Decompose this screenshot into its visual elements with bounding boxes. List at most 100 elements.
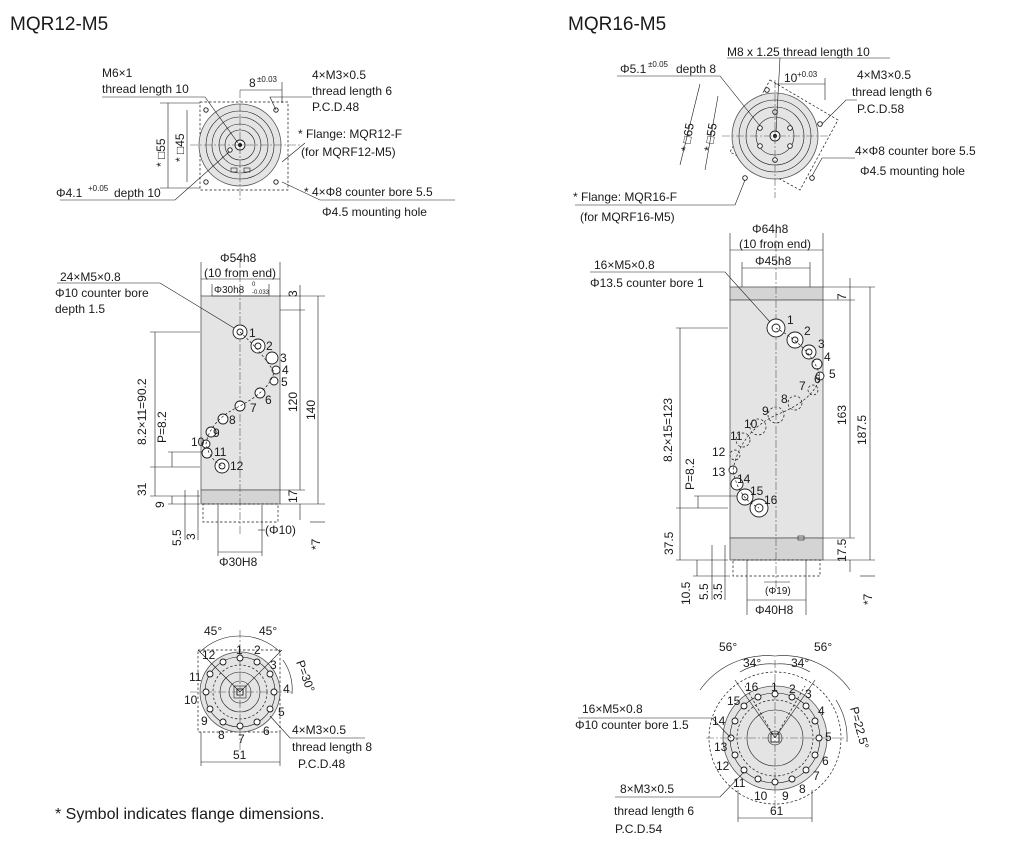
port-label: 7 [813,769,820,783]
port-label: 9 [213,426,220,440]
port-label: 7 [250,401,257,415]
phi10-label: (Φ10) [265,523,296,537]
m6-thread-label: thread length 10 [102,82,189,96]
left-top-view [60,82,455,201]
m8-label: M8 x 1.25 thread length 10 [727,45,870,59]
angle-45-left: 45° [204,624,222,638]
dim-3-bottom: 3 [184,533,198,540]
port-label: 16 [745,680,759,694]
flange-model-label: (for MQRF16-M5) [580,210,675,224]
pitch-angle-label: P=30° [293,658,318,694]
right-side-view [590,230,875,615]
pitch-label: P=8.2 [683,458,697,490]
phi41-label: Φ4.1 [56,186,83,200]
angle-34-left: 34° [743,656,761,670]
mount-label: Φ4.5 mounting hole [322,205,427,219]
angle-56-left: 56° [719,640,737,654]
port-label: 6 [263,724,270,738]
port-label: 10 [184,693,198,707]
phi40-label: Φ40H8 [755,603,794,617]
port-label: 6 [822,754,829,768]
pitch-total-label: 8.2×11=90.2 [135,378,149,445]
port-label: 9 [762,404,769,418]
m3-pcd-label: P.C.D.58 [857,102,904,116]
right-top-view [575,57,890,206]
port-label: 15 [727,694,741,708]
port-label: 12 [202,648,216,662]
cbore-label: Φ13.5 counter bore 1 [590,276,704,290]
port-label: 2 [266,339,273,353]
port-label: 1 [771,680,778,694]
m6-label: M6×1 [102,66,133,80]
port-label: 1 [236,643,243,657]
m5-label: 16×M5×0.8 [594,258,655,272]
dim-61: 61 [770,804,784,818]
cbore-label: 4×Φ8 counter bore 5.5 [855,144,976,158]
phi64-label: Φ64h8 [752,222,789,236]
dim-51: 51 [233,748,247,762]
m3-label: 4×M3×0.5 [292,723,346,737]
dim-163: 163 [835,405,849,425]
phi41-tol: +0.05 [88,184,109,193]
port-label: 13 [714,740,728,754]
m3-thread-label: thread length 6 [614,804,694,818]
left-side-view [57,260,325,556]
port-label: 11 [730,429,743,443]
phi45-label: Φ45h8 [755,254,792,268]
phi30h8-up: 0 [252,282,256,288]
phi30h8-label: Φ30h8 [214,285,245,296]
port-label: 3 [805,687,812,701]
port-label: 16 [764,493,778,507]
m3-thread-label: thread length 6 [852,85,932,99]
right-title: MQR16-M5 [568,14,666,35]
phi51-label: Φ5.1 [620,62,647,76]
pitch-total-label: 8.2×15=123 [661,398,675,462]
cbore-depth-label: depth 1.5 [55,302,105,316]
port-label: 12 [712,445,726,459]
port-label: 9 [782,789,789,803]
m5-label: 24×M5×0.8 [60,270,121,284]
port-label: 10 [744,417,758,431]
dim-10-5: 10.5 [679,581,693,605]
dim-5-5: 5.5 [170,529,184,546]
dim-187-5: 187.5 [855,415,869,445]
angle-45-right: 45° [259,624,277,638]
phi41-depth-label: depth 10 [114,186,161,200]
m3-label: 8×M3×0.5 [620,782,674,796]
dim-7-flange: *7 [309,538,323,550]
port-label: 15 [750,484,764,498]
port-label: 11 [189,670,202,684]
sq55-label: * □55 [154,138,168,167]
from-end-label: (10 from end) [204,266,276,280]
port-label: 8 [799,782,806,796]
dim-3-top: 3 [286,290,300,297]
right-bottom-port-numbers: 1 2 3 4 5 6 7 8 9 10 11 12 13 14 15 16 [712,680,832,803]
pcd-label: P.C.D.54 [615,822,662,836]
sq65-label: * □65 [678,122,697,153]
dim-17: 17 [286,489,300,503]
port-label: 2 [254,643,261,657]
port-label: 9 [201,714,208,728]
flange-label: * Flange: MQR12-F [298,127,402,141]
from-end-label: (10 from end) [739,237,811,251]
phi51-depth-label: depth 8 [676,62,716,76]
dim-8: 8 [249,76,256,90]
dim-31: 31 [135,482,149,496]
port-label: 12 [716,759,730,773]
port-label: 1 [787,313,794,327]
port-label: 5 [829,367,836,381]
port-label: 7 [799,379,806,393]
port-label: 2 [789,682,796,696]
m3-label: 4×M3×0.5 [857,68,911,82]
phi51-tol: ±0.05 [648,60,669,69]
cbore-label: * 4×Φ8 counter bore 5.5 [304,185,433,199]
port-label: 3 [280,351,287,365]
dim-3-5: 3.5 [711,583,725,600]
right-bottom-view [578,655,851,822]
port-label: 4 [818,704,825,718]
dim-5-5: 5.5 [697,583,711,600]
phi30H8-label: Φ30H8 [219,555,258,569]
port-label: 6 [265,393,272,407]
port-label: 4 [282,363,289,377]
